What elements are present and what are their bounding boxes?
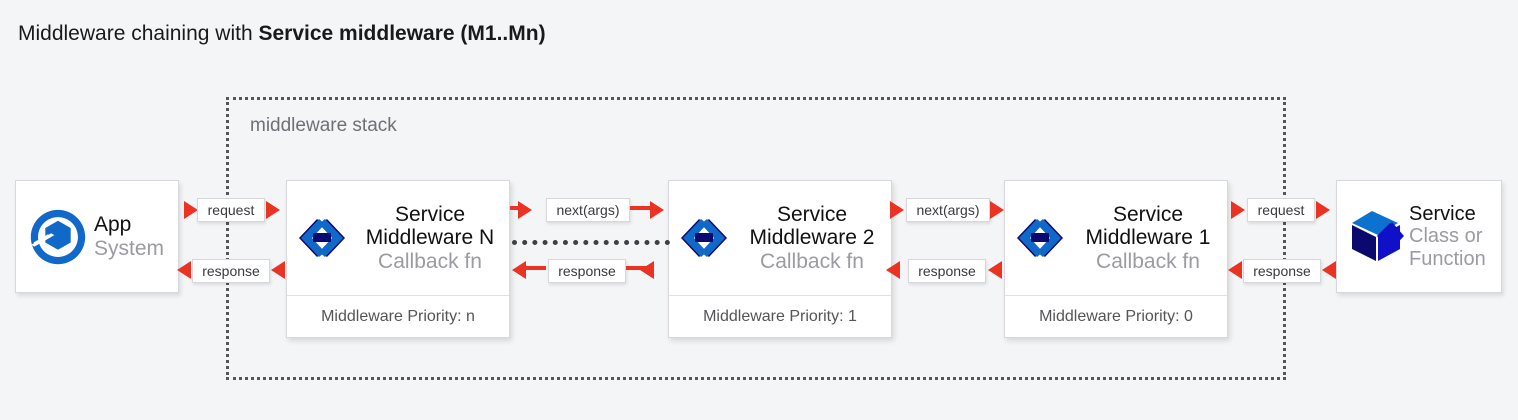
connector-label-request-1: request [197,198,265,222]
arrow-head-response-2a [512,261,526,279]
arrow-head-request-1b [266,201,280,219]
app-node-body: App System [16,181,178,292]
middleware-card-n-subtitle: Callback fn [378,249,482,273]
service-node-subtitle-2: Function [1409,247,1486,270]
connector-label-request-4: request [1247,198,1315,222]
middleware-card-n-text: Service Middleware N Callback fn [353,203,509,272]
middleware-card-n-body: Service Middleware N Callback fn [287,181,509,295]
middleware-card-2-title-2: Middleware 2 [749,226,875,250]
service-node[interactable]: Service Class or Function [1336,180,1502,293]
middleware-card-2[interactable]: Service Middleware 2 Callback fn Middlew… [668,180,892,338]
arrow-head-request-4a [1231,201,1245,219]
cube-icon [1345,209,1409,265]
arrow-head-response-3b [988,261,1002,279]
arrow-head-request-1 [184,201,198,219]
arrow-head-response-4a [1228,261,1242,279]
middleware-card-2-priority: Middleware Priority: 1 [669,295,891,337]
middleware-card-1[interactable]: Service Middleware 1 Callback fn Middlew… [1004,180,1228,338]
code-brackets-icon [291,217,353,259]
connector-label-next-2: next(args) [546,198,630,222]
app-node-subtitle: System [94,236,165,260]
arrow-head-next-3a [890,201,904,219]
connector-label-response-3: response [908,259,986,283]
app-node-title: App [94,212,132,236]
arrow-shaft-next-2a [510,206,520,210]
arrow-head-response-1 [177,261,191,279]
arrow-head-next-3b [990,201,1004,219]
service-node-title: Service [1409,202,1476,225]
middleware-card-1-body: Service Middleware 1 Callback fn [1005,181,1227,295]
page-title-strong: Service middleware (M1..Mn) [258,22,546,45]
arrow-head-next-2b [650,201,664,219]
middleware-card-1-title-2: Middleware 1 [1085,226,1211,250]
arrow-head-next-2a [518,201,532,219]
middleware-card-2-title-1: Service [776,203,848,227]
code-brackets-icon [1009,217,1071,259]
page-title-prefix: Middleware chaining with [18,22,259,45]
arrow-head-response-2b [640,261,654,279]
middleware-stack-label: middleware stack [250,115,397,136]
moleculer-circle-cube-icon [24,208,92,266]
middleware-card-2-subtitle: Callback fn [760,249,864,273]
arrow-head-request-4b [1316,201,1330,219]
connector-label-response-4: response [1243,259,1321,283]
arrow-head-response-1b [271,261,285,279]
middleware-card-n-priority: Middleware Priority: n [287,295,509,337]
middleware-ellipsis-connector [512,240,670,245]
middleware-card-2-body: Service Middleware 2 Callback fn [669,181,891,295]
middleware-stack-container [226,97,1286,380]
middleware-card-1-priority: Middleware Priority: 0 [1005,295,1227,337]
middleware-card-n-title-1: Service [394,203,466,227]
connector-label-next-3: next(args) [906,198,990,222]
arrow-head-response-3a [886,261,900,279]
middleware-card-n-title-2: Middleware N [365,226,495,250]
middleware-card-n[interactable]: Service Middleware N Callback fn Middlew… [286,180,510,338]
middleware-card-1-text: Service Middleware 1 Callback fn [1071,203,1227,272]
arrow-shaft-response-2b [626,266,646,270]
code-brackets-icon [673,217,735,259]
middleware-card-1-subtitle: Callback fn [1096,249,1200,273]
middleware-card-2-text: Service Middleware 2 Callback fn [735,203,891,272]
middleware-card-1-title-1: Service [1112,203,1184,227]
arrow-head-response-4b [1322,261,1336,279]
service-node-subtitle-1: Class or [1409,225,1483,248]
page-title: Middleware chaining with Service middlew… [18,22,546,46]
arrow-shaft-response-2a [524,266,546,270]
connector-label-response-1: response [192,259,270,283]
connector-label-response-2: response [548,259,626,283]
service-node-body: Service Class or Function [1337,181,1501,292]
app-node-text: App System [92,213,178,260]
app-node[interactable]: App System [15,180,179,293]
arrow-shaft-next-2b [630,206,652,210]
service-node-text: Service Class or Function [1409,203,1501,270]
